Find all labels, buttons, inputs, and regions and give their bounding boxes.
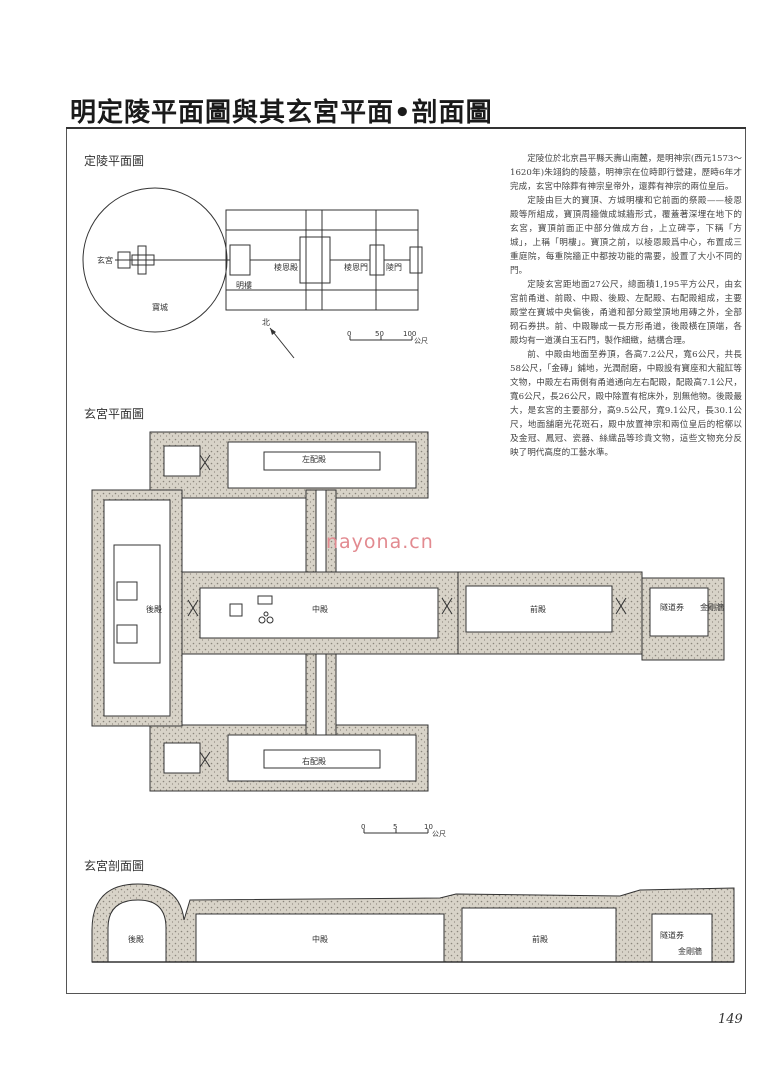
section-label-middle-hall: 中殿 <box>312 934 328 944</box>
label-middle-hall: 中殿 <box>312 604 328 614</box>
page-number: 149 <box>718 1012 743 1027</box>
svg-text:0: 0 <box>347 330 351 338</box>
svg-text:北: 北 <box>262 318 270 327</box>
svg-text:公尺: 公尺 <box>432 830 446 838</box>
label-tunnel: 隧道券 <box>660 602 684 612</box>
palace-section-drawing: 後殿 中殿 前殿 隧道券 金剛牆 <box>91 883 735 963</box>
north-arrow-icon: 北 <box>262 318 295 359</box>
watermark: nayona.cn <box>326 531 434 553</box>
page-title: 明定陵平面圖與其玄宮平面•剖面圖 <box>70 98 493 128</box>
figure-frame <box>66 129 746 994</box>
svg-text:100: 100 <box>403 330 416 338</box>
section-label-front-hall: 前殿 <box>532 934 548 944</box>
palace-plan-label: 玄宮平面圖 <box>84 407 145 421</box>
label-rear-hall: 後殿 <box>146 604 162 614</box>
svg-text:0: 0 <box>361 823 365 831</box>
paragraph: 定陵位於北京昌平縣天壽山南麓，是明神宗(西元1573～1620年)朱翊鈞的陵墓，… <box>510 154 742 192</box>
label-lingen-hall: 棱恩殿 <box>274 262 298 272</box>
svg-text:公尺: 公尺 <box>414 337 428 345</box>
svg-text:5: 5 <box>393 823 397 831</box>
site-scale-bar: 0 50 100 公尺 <box>347 330 428 345</box>
palace-plan-drawing: 左配殿 右配殿 後殿 中殿 前殿 隧道券 金剛牆 0 5 10 公尺 <box>91 431 725 838</box>
section-label-jingang-wall: 金剛牆 <box>678 946 702 956</box>
paragraph: 定陵玄宮距地面27公尺，總面積1,195平方公尺，由玄宮前甬道、前殿、中殿、後殿… <box>510 280 742 346</box>
label-left-hall: 左配殿 <box>302 454 326 464</box>
title-rule <box>66 127 746 129</box>
section-label-tunnel: 隧道券 <box>660 930 684 940</box>
paragraph: 前、中殿由地面至券頂，各高7.2公尺，寬6公尺，共長58公尺，「金磚」鋪地，光潤… <box>510 350 742 458</box>
section-label-rear-hall: 後殿 <box>128 934 144 944</box>
palace-section-label: 玄宮剖面圖 <box>84 859 145 873</box>
site-plan-label: 定陵平面圖 <box>84 154 145 168</box>
label-front-hall: 前殿 <box>530 604 546 614</box>
site-plan-drawing: 玄宮 寶城 明樓 棱恩殿 棱恩門 陵門 北 0 50 100 公尺 <box>82 187 428 359</box>
label-ling-gate: 陵門 <box>386 263 402 272</box>
palace-scale-bar: 0 5 10 公尺 <box>361 823 446 838</box>
svg-text:10: 10 <box>424 823 433 831</box>
label-right-hall: 右配殿 <box>302 756 326 766</box>
label-baocheng: 寶城 <box>152 302 168 312</box>
label-lingen-gate: 棱恩門 <box>344 262 368 272</box>
label-jingang-wall: 金剛牆 <box>700 602 724 612</box>
label-xuangong: 玄宮 <box>97 255 113 265</box>
description-text: 定陵位於北京昌平縣天壽山南麓，是明神宗(西元1573～1620年)朱翊鈞的陵墓，… <box>510 152 742 460</box>
paragraph: 定陵由巨大的寶頂、方城明樓和它前面的祭殿——棱恩殿等所組成，寶頂周牆做成城牆形式… <box>510 196 742 276</box>
svg-text:50: 50 <box>375 330 384 338</box>
label-minglou: 明樓 <box>236 280 252 290</box>
